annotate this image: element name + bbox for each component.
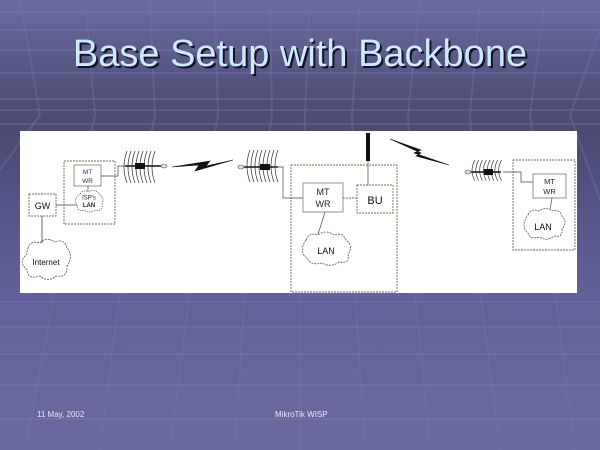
client-router-label-1: MT <box>544 177 555 186</box>
wireless-link-1-icon <box>171 159 234 172</box>
isp-router-label-1: MT <box>83 169 92 176</box>
link-client-antenna-router <box>503 171 533 183</box>
diagram-panel <box>20 131 577 293</box>
internet-cloud: Internet <box>21 238 71 280</box>
footer-date: 11 May, 2002 <box>37 410 85 419</box>
backbone-grid-antenna-icon <box>237 149 279 183</box>
isp-grid-antenna-icon <box>123 150 168 184</box>
backbone-unit-label: BU <box>367 195 382 207</box>
isp-site-box <box>63 160 116 225</box>
client-lan-label: LAN <box>534 222 552 232</box>
backbone-lan-label: LAN <box>317 246 335 256</box>
link-backbone-antenna-router <box>273 166 303 199</box>
client-grid-antenna-icon <box>464 159 502 182</box>
footer-center-text: MikroTik WISP <box>275 410 328 419</box>
gateway-label: GW <box>35 201 51 211</box>
isp-lan-label-1: ISP's <box>82 196 96 202</box>
client-site-box <box>512 159 576 251</box>
isp-router-box: MT WR <box>73 164 102 187</box>
backbone-unit-box: BU <box>356 184 394 214</box>
link-isp-router-antenna <box>101 165 128 177</box>
isp-router-label-2: WR <box>82 178 93 185</box>
backbone-site-box <box>290 164 398 293</box>
slide-title: Base Setup with Backbone <box>72 33 528 75</box>
client-router-label-2: WR <box>543 187 556 196</box>
client-router-box: MT WR <box>532 173 567 199</box>
backbone-router-label-2: WR <box>316 199 331 209</box>
gateway-box: GW <box>28 193 57 217</box>
link-router-lan <box>317 211 326 235</box>
client-lan-cloud: LAN <box>523 208 566 240</box>
wireless-link-2-icon <box>389 138 450 166</box>
omni-antenna-icon <box>366 133 370 161</box>
link-client-router-lan <box>549 197 553 211</box>
isp-lan-label-2: LAN <box>83 203 95 209</box>
isp-lan-cloud: ISP's LAN <box>75 190 104 213</box>
backbone-lan-cloud: LAN <box>301 231 351 266</box>
backbone-router-label-1: MT <box>317 187 330 197</box>
backbone-router-box: MT WR <box>302 182 344 213</box>
internet-label: Internet <box>32 258 60 267</box>
